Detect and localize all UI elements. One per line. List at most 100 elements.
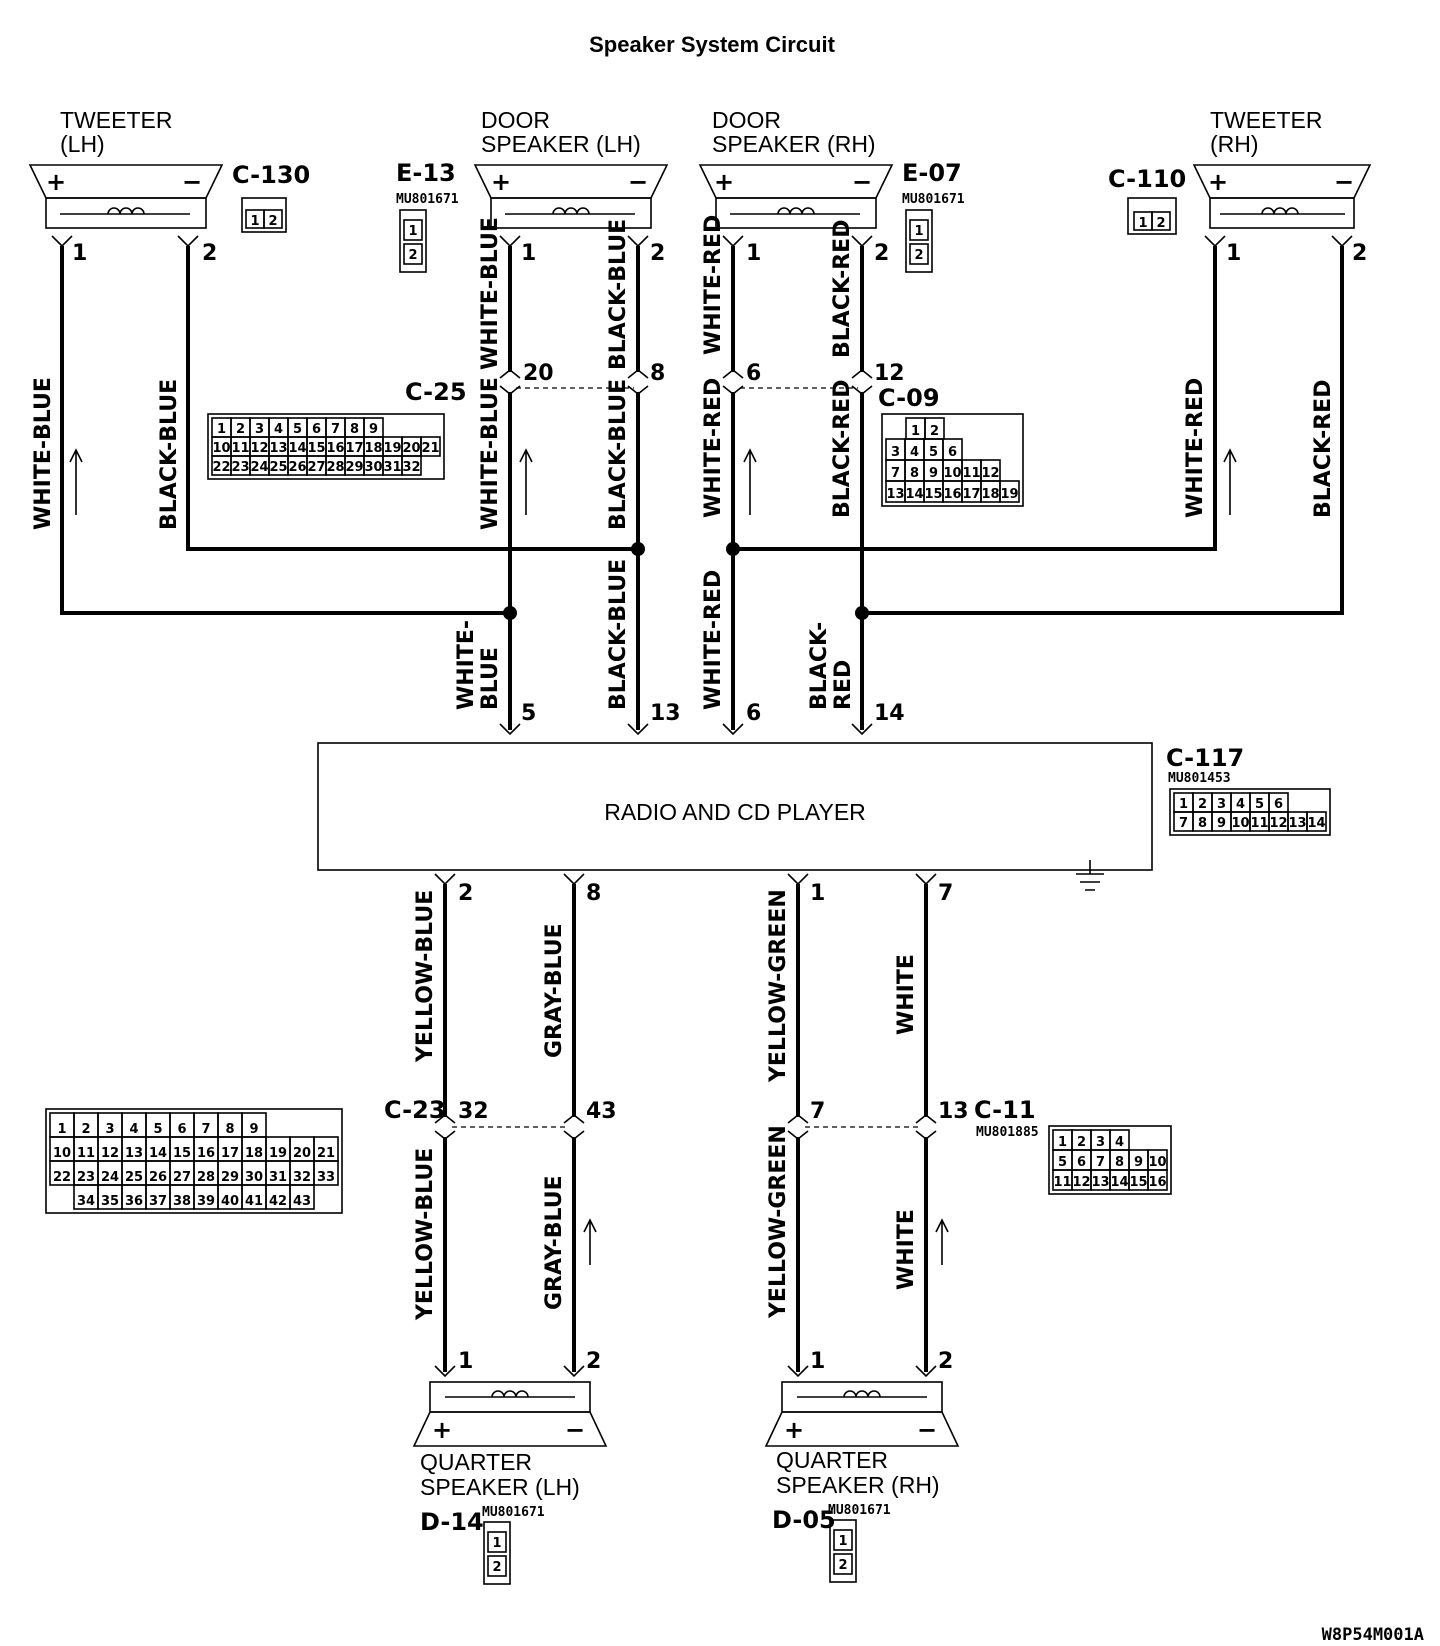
pin-label: 1 bbox=[810, 881, 825, 906]
connector-cell-label: 1 bbox=[911, 424, 920, 439]
quarter-rh-label-2: SPEAKER (RH) bbox=[776, 1472, 940, 1498]
connector-cell-label: 25 bbox=[125, 1170, 143, 1185]
pin-label: 2 bbox=[202, 241, 217, 266]
quarter-lh-label-1: QUARTER bbox=[420, 1449, 532, 1475]
coil-icon bbox=[552, 207, 590, 215]
connector-cell-label: 1 bbox=[1058, 1135, 1067, 1150]
pin-label: 12 bbox=[874, 361, 905, 386]
connector-cell-label: 10 bbox=[1148, 1155, 1166, 1170]
wire-label: WHITE- bbox=[454, 620, 479, 710]
connector-cell-label: 18 bbox=[364, 441, 382, 456]
pin-label: 2 bbox=[874, 241, 889, 266]
d05-pin-2: 2 bbox=[838, 1558, 847, 1573]
connector-cell-label: 16 bbox=[326, 441, 344, 456]
wire-label: BLACK- bbox=[807, 622, 832, 710]
connector-cell-label: 5 bbox=[293, 422, 302, 437]
connector-cell-label: 11 bbox=[1250, 816, 1268, 831]
connector-cell-label: 3 bbox=[105, 1122, 114, 1137]
pin-label: 13 bbox=[650, 701, 681, 726]
connector-cell-label: 10 bbox=[212, 441, 230, 456]
connector-cell-label: 17 bbox=[221, 1146, 239, 1161]
connector-cell-label: 8 bbox=[910, 466, 919, 481]
wire-label: YELLOW-GREEN bbox=[766, 1125, 791, 1319]
connector-cell-label: 7 bbox=[331, 422, 340, 437]
connector-cell-label: 3 bbox=[1096, 1135, 1105, 1150]
connector-cell-label: 9 bbox=[249, 1122, 258, 1137]
connector-cell-label: 38 bbox=[173, 1194, 191, 1209]
radio-part-no: MU801453 bbox=[1168, 771, 1231, 786]
e07-connector-face: 1 2 bbox=[905, 209, 933, 273]
wire-label: WHITE-BLUE bbox=[478, 217, 503, 370]
connector-cell-label: 5 bbox=[929, 445, 938, 460]
wire-label: WHITE-RED bbox=[701, 378, 726, 518]
connector-cell-label: 8 bbox=[1198, 816, 1207, 831]
door-lh-label-2: SPEAKER (LH) bbox=[481, 131, 641, 157]
connector-cell-label: 20 bbox=[402, 441, 420, 456]
connector-cell-label: 16 bbox=[1148, 1175, 1166, 1190]
connector-cell-label: 14 bbox=[905, 487, 923, 502]
quarter-lh-plus: + bbox=[432, 1416, 452, 1444]
tweeter-rh: TWEETER (RH) + − C-110 bbox=[1108, 107, 1372, 229]
door-speaker-rh: DOOR SPEAKER (RH) + − E-07 MU801671 bbox=[698, 107, 965, 229]
connector-cell-label: 19 bbox=[383, 441, 401, 456]
wire-label: WHITE-RED bbox=[1183, 378, 1208, 518]
connector-cell-label: 4 bbox=[129, 1122, 138, 1137]
door-rh-label-2: SPEAKER (RH) bbox=[712, 131, 876, 157]
connector-cell-label: 40 bbox=[221, 1194, 239, 1209]
connector-cell-label: 7 bbox=[1179, 816, 1188, 831]
connector-cell-label: 42 bbox=[269, 1194, 287, 1209]
connector-cell-label: 21 bbox=[317, 1146, 335, 1161]
wire-label: WHITE-RED bbox=[701, 215, 726, 355]
tweeter-lh-plus: + bbox=[46, 168, 66, 196]
connector-cell-label: 2 bbox=[930, 424, 939, 439]
door-rh-plus: + bbox=[714, 168, 734, 196]
connector-cell-label: 34 bbox=[77, 1194, 95, 1209]
door-rh-minus: − bbox=[852, 168, 872, 196]
connector-cell-label: 18 bbox=[981, 487, 999, 502]
pin-label: 13 bbox=[938, 1099, 969, 1124]
connector-cell-label: 36 bbox=[125, 1194, 143, 1209]
connector-cell-label: 2 bbox=[81, 1122, 90, 1137]
pin-label: 20 bbox=[523, 361, 554, 386]
bottom-wire-labels: YELLOW-BLUE GRAY-BLUE YELLOW-BLUE GRAY-B… bbox=[413, 889, 919, 1321]
connector-cell-label: 6 bbox=[948, 445, 957, 460]
connector-cell-label: 18 bbox=[245, 1146, 263, 1161]
wire-label: BLACK-BLUE bbox=[606, 379, 631, 530]
connector-cell-label: 20 bbox=[293, 1146, 311, 1161]
top-wiring bbox=[60, 246, 1344, 736]
wire-label: YELLOW-GREEN bbox=[766, 889, 791, 1083]
wire-label: WHITE-RED bbox=[701, 570, 726, 710]
c130-connector-face: 1 2 bbox=[241, 197, 287, 233]
tweeter-rh-label-1: TWEETER bbox=[1210, 107, 1322, 133]
c110-pin-2: 2 bbox=[1156, 216, 1165, 231]
pin-label: 2 bbox=[1352, 241, 1367, 266]
tweeter-lh-label-1: TWEETER bbox=[60, 107, 172, 133]
connector-cell-label: 12 bbox=[1072, 1175, 1090, 1190]
connector-cell-label: 31 bbox=[383, 460, 401, 475]
connector-cell-label: 16 bbox=[197, 1146, 215, 1161]
connector-cell-label: 13 bbox=[886, 487, 904, 502]
connector-housing bbox=[207, 413, 445, 480]
wire-label: YELLOW-BLUE bbox=[413, 890, 438, 1063]
connector-cell-label: 13 bbox=[1288, 816, 1306, 831]
connector-cell-label: 12 bbox=[250, 441, 268, 456]
connector-cell-label: 30 bbox=[245, 1170, 263, 1185]
door-rh-connector-id: E-07 bbox=[902, 159, 962, 187]
connector-cell-label: 4 bbox=[910, 445, 919, 460]
connector-cell-label: 23 bbox=[77, 1170, 95, 1185]
c110-pin-1: 1 bbox=[1138, 216, 1147, 231]
connector-cell-label: 15 bbox=[1129, 1175, 1147, 1190]
connector-cell-label: 1 bbox=[57, 1122, 66, 1137]
connector-cell-label: 29 bbox=[345, 460, 363, 475]
connector-cell-label: 43 bbox=[293, 1194, 311, 1209]
c110-connector-face: 1 2 bbox=[1127, 197, 1177, 235]
connector-cell bbox=[1147, 1169, 1168, 1191]
pin-label: 14 bbox=[874, 701, 905, 726]
connector-cell bbox=[313, 1160, 339, 1186]
connector-cell bbox=[1306, 811, 1327, 832]
connector-cell-label: 27 bbox=[173, 1170, 191, 1185]
connector-cell-label: 15 bbox=[307, 441, 325, 456]
coil-icon bbox=[777, 207, 815, 215]
